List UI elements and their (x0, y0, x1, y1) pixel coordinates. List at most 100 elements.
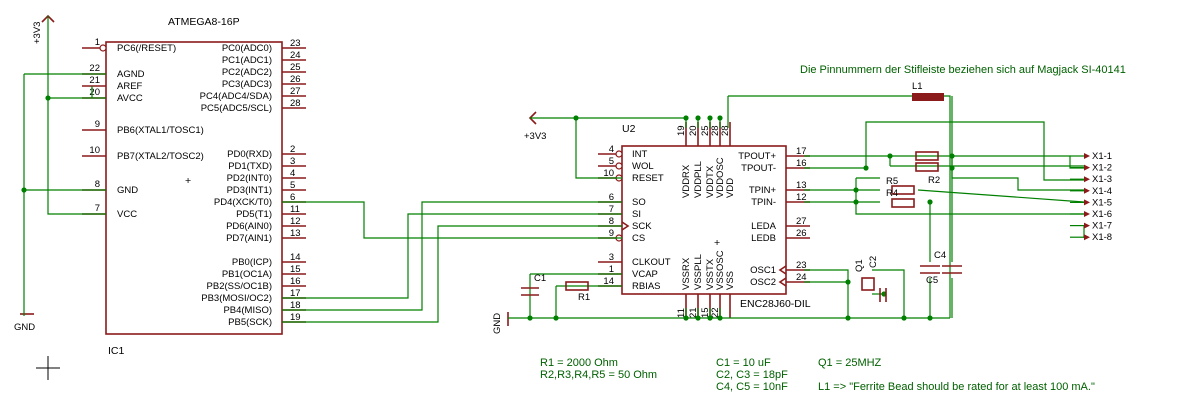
ic1-pin-number: 16 (290, 276, 301, 287)
ic1-pin-name: PB1(OC1A) (222, 269, 272, 280)
c1-ref: C1 (534, 273, 546, 284)
ic1-pin-name: PD2(INT0) (227, 173, 272, 184)
ic1-pin-number: 21 (89, 75, 100, 86)
ic1-pin-number: 3 (290, 156, 295, 167)
ic1-pin-number: 5 (290, 180, 295, 191)
gnd-label-u2: GND (492, 313, 503, 334)
l1-ref: L1 (912, 81, 923, 92)
ic1-pin-number: 12 (290, 216, 301, 227)
u2-pin-name: VDD (725, 178, 736, 198)
ic1-pin-name: PB7(XTAL2/TOSC2) (117, 151, 204, 162)
ic1-pin-name: PC5(ADC5/SCL) (201, 103, 272, 114)
ic1-pin-name: PC0(ADC0) (222, 43, 272, 54)
ic1-pin-number: 24 (290, 50, 301, 61)
supply-label-u2: +3V3 (524, 131, 546, 142)
u2-pin-name: CLKOUT (632, 257, 671, 268)
r1-ref: R1 (578, 292, 590, 303)
ic1-pin-number: 28 (290, 98, 301, 109)
u2-pin-number: 3 (609, 252, 614, 263)
u2-part-name: ENC28J60-DIL (740, 298, 811, 310)
ic1-pin-name: PB2(SS/OC1B) (207, 281, 272, 292)
ic1-pin-name: AGND (117, 69, 145, 80)
c5-ref: C5 (926, 275, 938, 286)
ic1-pin-name: PC1(ADC1) (222, 55, 272, 66)
u2-pin-name: VDDPLL (693, 161, 704, 198)
capacitor-c5: C5 (920, 265, 940, 286)
u2-pin-number: 4 (609, 144, 614, 155)
ic1-pin-number: 27 (290, 86, 301, 97)
gnd-label-left: GND (14, 322, 35, 333)
ic1-pin-number: 7 (95, 203, 100, 214)
x1-pin-label: X1-3 (1092, 174, 1112, 185)
ic1-pin-name: AVCC (117, 93, 143, 104)
l1-body (912, 93, 944, 101)
u2-pin-clock (778, 265, 787, 275)
connector-x1: X1-1X1-2X1-3X1-4X1-5X1-6X1-7X1-8 (1070, 151, 1112, 243)
u2-pin-name: LEDB (751, 233, 776, 244)
ic1-pin-number: 2 (290, 144, 295, 155)
u2-pin-name: RESET (632, 173, 664, 184)
x1-pin-label: X1-6 (1092, 209, 1112, 220)
capacitor-c4: C4 (934, 250, 962, 274)
ic1-pin-name: PD5(T1) (236, 209, 272, 220)
u2-pin-number: 26 (796, 228, 807, 239)
r2-ref: R2 (928, 175, 940, 186)
ic1-pin-number: 6 (290, 192, 295, 203)
x1-pin-label: X1-2 (1092, 163, 1112, 174)
u2-pin-name: CS (632, 233, 645, 244)
u2-pin-number: 19 (676, 125, 687, 136)
u2-pin-number: 12 (796, 192, 807, 203)
ic1-pin-name: PB6(XTAL1/TOSC1) (117, 125, 204, 136)
ic1-pin-name: PC4(ADC4/SDA) (200, 91, 272, 102)
ic1-pin-name: GND (117, 185, 138, 196)
note-c2-c3: C2, C3 = 18pF (716, 369, 788, 381)
u2-ref: U2 (622, 123, 636, 135)
ic1-pin-name: PC3(ADC3) (222, 79, 272, 90)
ic1-pin-name: PD7(AIN1) (226, 233, 272, 244)
u2-right-pins: 17TPOUT+16TPOUT-13TPIN+12TPIN-27LEDA26LE… (738, 146, 810, 288)
u2-pin-name: INT (632, 149, 648, 160)
u2-pin-number: 7 (609, 204, 614, 215)
ic1-pin-number: 10 (89, 145, 100, 156)
u2-pin-number: 23 (796, 260, 807, 271)
ic1-origin-mark: + (185, 175, 191, 187)
u2-pin-name: VSSPLL (693, 254, 704, 290)
u2-pin-number: 24 (796, 272, 807, 283)
ferrite-l1: L1 (912, 81, 944, 101)
u2-pin-name: SO (632, 197, 646, 208)
note-l1: L1 => "Ferrite Bead should be rated for … (818, 381, 1095, 393)
q1-ref: Q1 (854, 259, 865, 272)
ic1-pin-name: PD0(RXD) (227, 149, 272, 160)
ic1-pin-number: 17 (290, 288, 301, 299)
resistor-r4-r5: R5 R4 (886, 176, 915, 208)
u2-pin-number: 16 (796, 158, 807, 169)
ic1-pin-number: 18 (290, 300, 301, 311)
x1-pin-marker (1084, 164, 1090, 171)
ic1-pin-name: PB0(ICP) (232, 257, 272, 268)
r4-ref: R4 (886, 188, 898, 199)
r5-ref: R5 (886, 176, 898, 187)
u2-pin-clock (778, 277, 787, 287)
gnd-left: GND (14, 313, 35, 333)
x1-pin-marker (1084, 222, 1090, 229)
u2-pin-invert (615, 162, 623, 170)
u2-pin-name: SCK (632, 221, 652, 232)
u2-pin-name: LEDA (751, 221, 776, 232)
note-q1: Q1 = 25MHZ (818, 357, 882, 369)
note-c1: C1 = 10 uF (716, 357, 771, 369)
supply-3v3-u2: +3V3 (524, 111, 576, 142)
x1-pin-label: X1-8 (1092, 232, 1112, 243)
u2-pin-name: TPOUT+ (738, 151, 776, 162)
u2-pin-name: VSSTX (705, 258, 716, 290)
ic1-body (105, 41, 283, 335)
note-pin-numbers: Die Pinnummern der Stifleiste beziehen s… (800, 64, 1126, 76)
ic1-pin-name: PB3(MOSI/OC2) (201, 293, 272, 304)
ic1-pin-number: 14 (290, 252, 301, 263)
note-c4-c5: C4, C5 = 10nF (716, 381, 788, 393)
u2-pin-number: 13 (796, 180, 807, 191)
